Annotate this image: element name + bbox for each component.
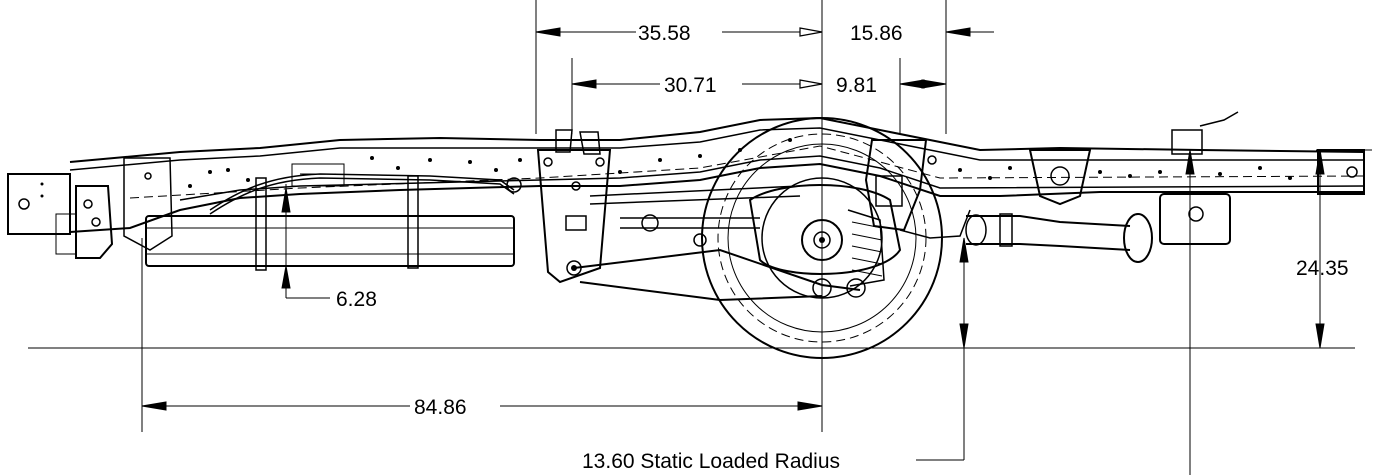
fuel-tank: [145, 163, 522, 271]
dim-15-86: 15.86: [850, 22, 903, 45]
dim-35-58: 35.58: [638, 22, 691, 45]
dim-9-81: 9.81: [836, 74, 877, 97]
dim-84-86: 84.86: [414, 396, 467, 419]
dim-6-28: 6.28: [336, 288, 377, 311]
differential: [620, 184, 902, 287]
suspension-links: [573, 185, 866, 302]
exhaust-pipe: [965, 213, 1153, 263]
dim-30-71: 30.71: [664, 74, 717, 97]
dim-static-loaded-radius: 13.60 Static Loaded Radius: [582, 450, 840, 473]
mid-bracket: [536, 129, 612, 284]
dim-24-35: 24.35: [1296, 257, 1349, 280]
dimension-lines: [141, 0, 1372, 475]
rear-crossmember: [1028, 111, 1239, 245]
rear-shock-bracket: [864, 139, 971, 239]
front-hanger-bracket: [55, 157, 173, 259]
